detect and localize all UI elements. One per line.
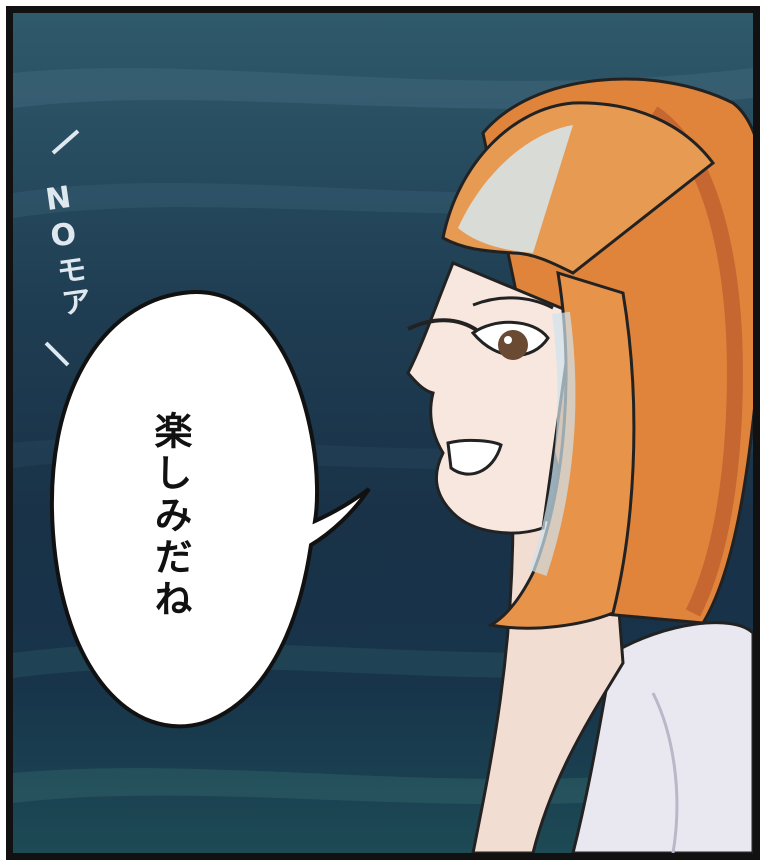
panel-artwork <box>13 68 753 853</box>
face <box>406 261 575 535</box>
dialogue-text: 楽しみだね <box>148 411 192 621</box>
mouth <box>446 438 503 476</box>
shirt <box>571 621 753 853</box>
eye <box>407 296 554 360</box>
speech-bubble-icon <box>49 290 371 729</box>
comic-panel: NOモア 楽しみだね <box>6 6 760 860</box>
sfx-marks <box>44 129 80 367</box>
